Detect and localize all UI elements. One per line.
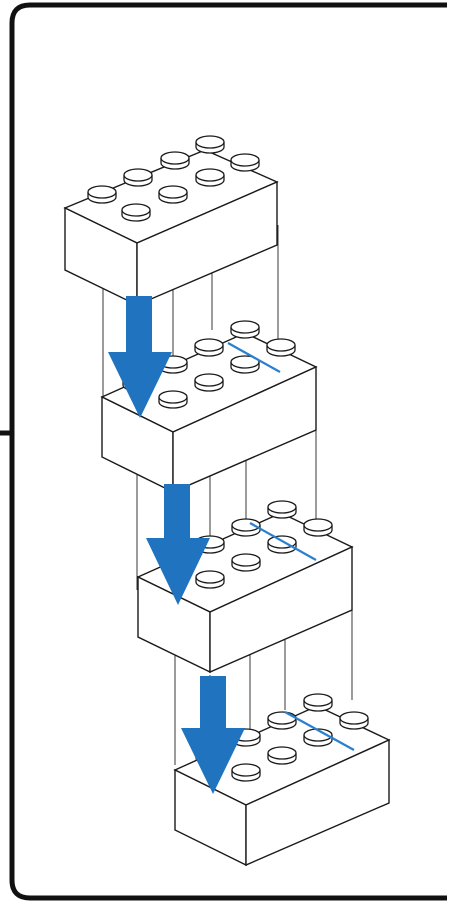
brick-top <box>65 136 277 305</box>
